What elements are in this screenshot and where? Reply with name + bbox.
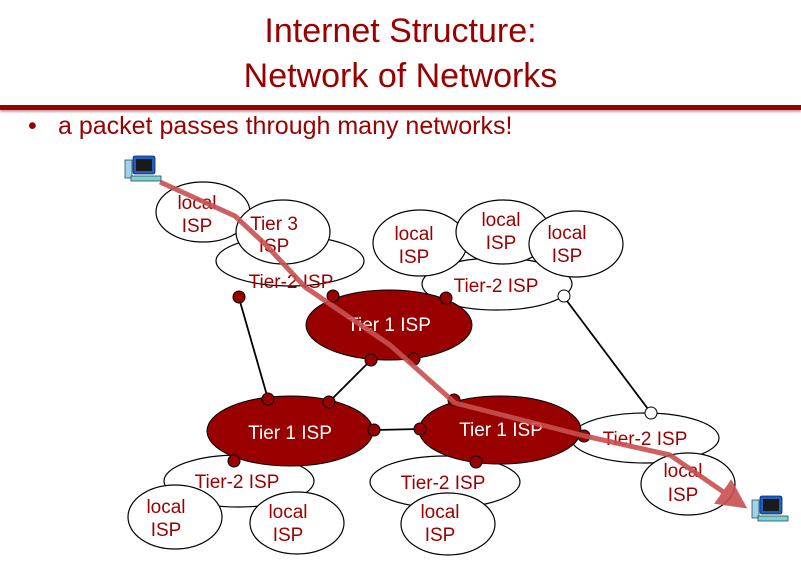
local-isp-label: local: [663, 461, 702, 482]
tier2-isp-label: Tier-2 ISP: [401, 473, 486, 494]
router-dot: [227, 454, 241, 468]
local-isp-label: local: [481, 210, 520, 231]
router-dot: [469, 455, 483, 469]
slide-title-line1: Internet Structure:: [264, 12, 537, 50]
local-isp-node: [400, 492, 496, 556]
local-isp-label: ISP: [182, 216, 213, 237]
tier3-isp-label: Tier 3: [250, 214, 298, 235]
local-isp-node: [249, 491, 345, 555]
computer-icon: [124, 155, 162, 182]
link-tier2-tier2: [563, 296, 652, 414]
local-isp-label: ISP: [151, 520, 182, 541]
local-isp-label: ISP: [425, 525, 456, 546]
local-isp-label: local: [177, 193, 216, 214]
local-isp-label: ISP: [668, 485, 699, 506]
bullet-marker: •: [28, 112, 37, 140]
bullet-item: • a packet passes through many networks!: [28, 112, 512, 141]
local-isp-label: local: [420, 502, 459, 523]
router-dot: [364, 353, 378, 367]
slide-title-line2: Network of Networks: [243, 57, 558, 95]
local-isp-label: ISP: [273, 525, 304, 546]
tier1-isp-node: [305, 289, 473, 361]
router-dot: [326, 289, 340, 303]
router-dot: [557, 289, 571, 303]
router-dot: [322, 395, 336, 409]
tier3-isp-label: ISP: [259, 236, 290, 257]
router-dot: [413, 422, 427, 436]
link-tier1-tier1: [329, 359, 372, 402]
tier1-isp-label: Tier 1 ISP: [248, 423, 332, 444]
router-dot: [367, 423, 381, 437]
local-isp-label: ISP: [486, 233, 517, 254]
local-isp-label: local: [547, 223, 586, 244]
title-divider: [0, 105, 801, 110]
router-dot: [439, 291, 453, 305]
bullet-text: a packet passes through many networks!: [58, 112, 513, 140]
links: [238, 296, 652, 431]
local-isp-label: ISP: [399, 247, 430, 268]
local-isp-node: [127, 484, 223, 550]
tier2-isp-label: Tier-2 ISP: [454, 276, 539, 297]
tier2-isp-label: Tier-2 ISP: [603, 429, 688, 450]
tier1-isp-label: Tier 1 ISP: [459, 420, 543, 441]
tier2-isp-label: Tier-2 ISP: [195, 472, 280, 493]
local-isp-label: local: [268, 502, 307, 523]
local-isp-label: local: [394, 224, 433, 245]
router-dot: [232, 290, 246, 304]
packet-path-arrow: [158, 179, 748, 509]
routers: [227, 289, 658, 469]
local-isp-label: local: [146, 497, 185, 518]
computer-icon: [751, 495, 789, 522]
link-tier2-tier1: [238, 297, 269, 400]
router-dot: [261, 392, 275, 406]
tier2-isp-label: Tier-2 ISP: [249, 272, 334, 293]
router-dot: [644, 406, 658, 420]
link-tier1-tier1: [373, 428, 421, 431]
local-isp-node: [528, 210, 624, 278]
local-isp-label: ISP: [552, 246, 583, 267]
